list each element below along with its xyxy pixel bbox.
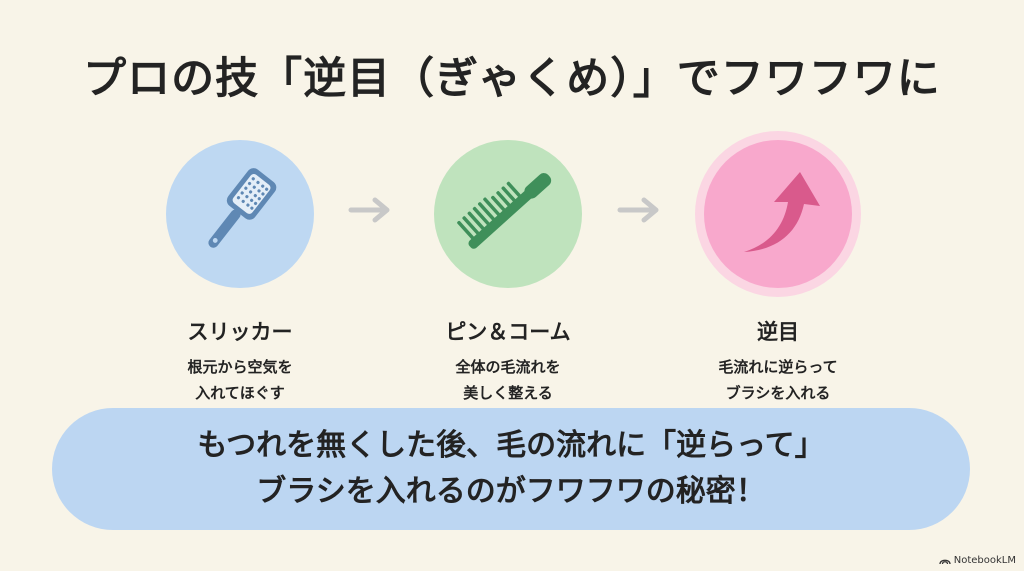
step-desc-pin-comb: 全体の毛流れを 美しく整える <box>378 354 638 406</box>
arrow-right-icon <box>617 197 659 223</box>
step-desc-line: 全体の毛流れを <box>455 358 561 376</box>
watermark-text: NotebookLM <box>953 555 1016 566</box>
watermark: NotebookLM <box>939 555 1016 566</box>
curved-up-arrow-icon <box>744 172 820 252</box>
slicker-brush-icon <box>208 168 277 248</box>
step-desc-line: 毛流れに逆らって <box>718 358 838 376</box>
step-circle-reverse <box>704 140 852 288</box>
step-label-reverse: 逆目 <box>757 320 799 344</box>
step-label-slicker: スリッカー <box>187 320 293 344</box>
step-desc-line: 美しく整える <box>463 384 553 402</box>
step-desc-line: ブラシを入れる <box>725 384 831 402</box>
step-reverse: 逆目 毛流れに逆らって ブラシを入れる <box>648 140 908 406</box>
step-desc-line: 根元から空気を <box>187 358 293 376</box>
step-pin-comb: ピン＆コーム 全体の毛流れを 美しく整える <box>378 140 638 406</box>
pin-comb-icon <box>457 173 552 249</box>
step-label-pin-comb: ピン＆コーム <box>445 320 571 344</box>
arrow-right-icon <box>348 197 390 223</box>
step-desc-line: 入れてほぐす <box>195 384 285 402</box>
summary-banner: もつれを無くした後、毛の流れに「逆らって」 ブラシを入れるのがフワフワの秘密！ <box>52 408 970 530</box>
step-desc-reverse: 毛流れに逆らって ブラシを入れる <box>648 354 908 406</box>
step-circle-pin-comb <box>434 140 582 288</box>
step-desc-slicker: 根元から空気を 入れてほぐす <box>110 354 370 406</box>
page-title: プロの技「逆目（ぎゃくめ）」でフワフワに <box>83 54 941 104</box>
step-circle-slicker <box>166 140 314 288</box>
summary-line: もつれを無くした後、毛の流れに「逆らって」 <box>197 428 825 463</box>
notebooklm-logo-icon <box>939 559 951 565</box>
summary-line: ブラシを入れるのがフワフワの秘密！ <box>256 474 766 509</box>
step-slicker: スリッカー 根元から空気を 入れてほぐす <box>110 140 370 406</box>
